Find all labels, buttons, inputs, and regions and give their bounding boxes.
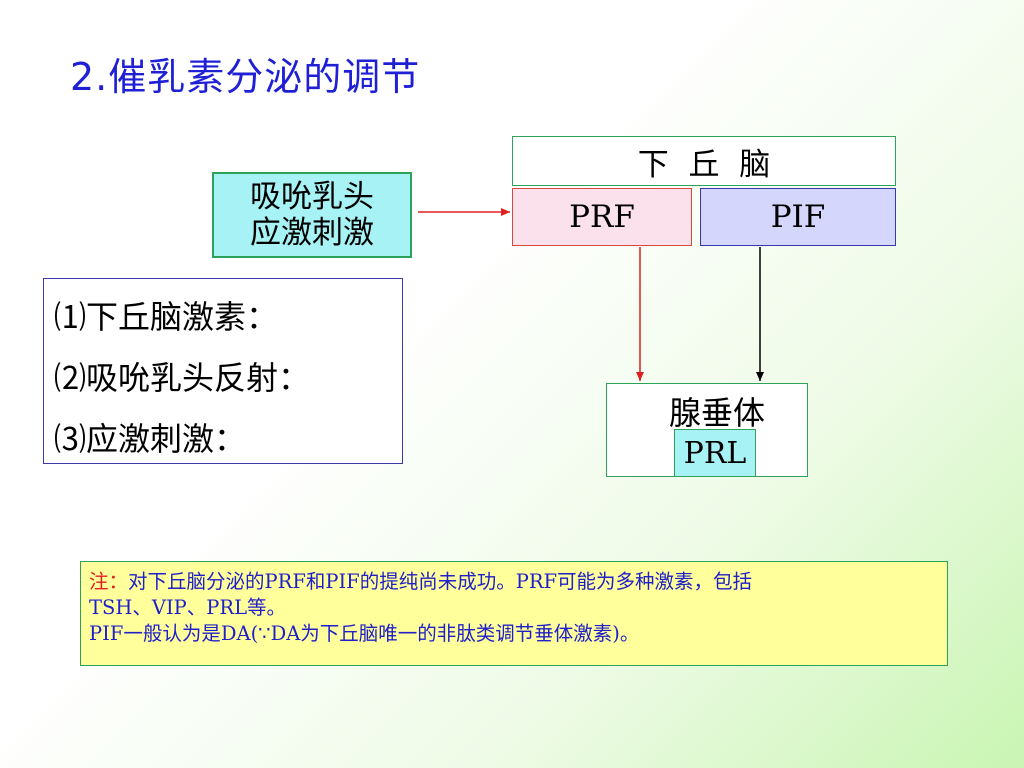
stimulus-line-2: 应激刺激 — [250, 215, 374, 251]
prf-label: PRF — [569, 199, 635, 235]
hypothalamus-label: 下 丘 脑 — [637, 146, 771, 183]
prl-label: PRL — [683, 435, 747, 471]
note-line-2: TSH、VIP、PRL等。 — [89, 596, 287, 619]
factor-item-stress: ⑶应激刺激： — [54, 420, 247, 458]
prl-box: PRL — [674, 429, 756, 477]
note-box: 注：对下丘脑分泌的PRF和PIF的提纯尚未成功。PRF可能为多种激素，包括 TS… — [80, 561, 948, 666]
hypothalamus-box: 下 丘 脑 — [512, 136, 896, 186]
note-text-1: 对下丘脑分泌的PRF和PIF的提纯尚未成功。PRF可能为多种激素，包括 — [128, 570, 753, 593]
prf-box: PRF — [512, 188, 692, 246]
factor-item-hypothalamic-hormone: ⑴下丘脑激素： — [54, 298, 279, 336]
note-line-3: PIF一般认为是DA(∵DA为下丘脑唯一的非肽类调节垂体激素)。 — [89, 622, 640, 645]
note-line-1: 注：对下丘脑分泌的PRF和PIF的提纯尚未成功。PRF可能为多种激素，包括 — [89, 569, 939, 595]
page-title: 2.催乳素分泌的调节 — [70, 55, 421, 99]
pituitary-label: 腺垂体 — [668, 394, 765, 432]
factors-list: ⑴下丘脑激素： ⑵吸吮乳头反射： ⑶应激刺激： — [43, 278, 403, 464]
stimulus-line-1: 吸吮乳头 — [250, 179, 374, 215]
pif-label: PIF — [770, 199, 826, 235]
stimulus-box: 吸吮乳头 应激刺激 — [212, 172, 412, 258]
note-label: 注： — [89, 570, 129, 593]
factor-item-suckling-reflex: ⑵吸吮乳头反射： — [54, 359, 311, 397]
pif-box: PIF — [700, 188, 896, 246]
